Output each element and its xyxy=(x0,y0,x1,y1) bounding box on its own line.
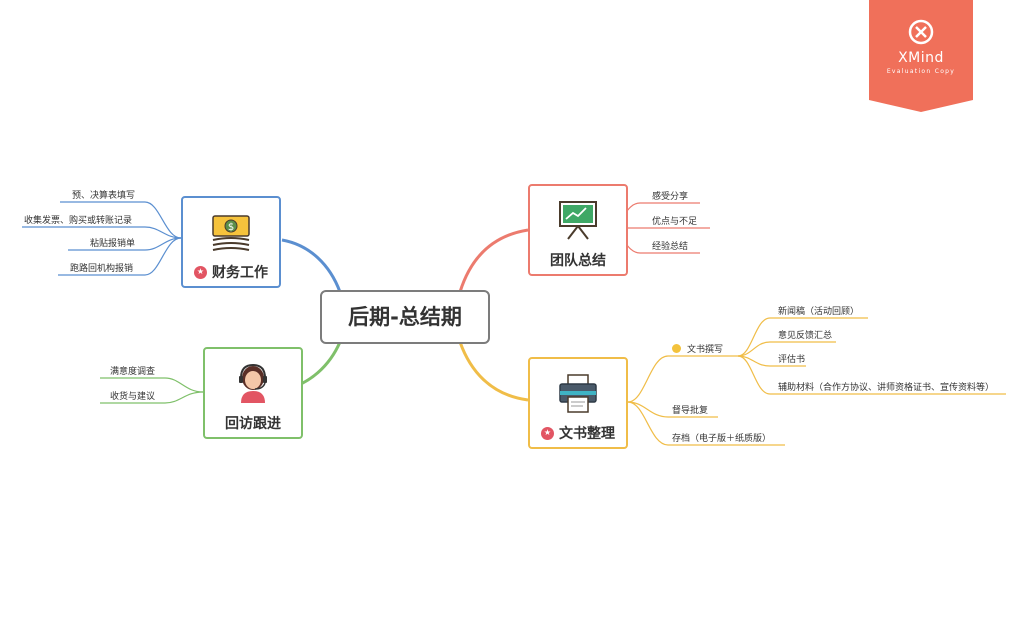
visit-leaf-connectors xyxy=(100,377,204,404)
finance-leaf-connectors xyxy=(22,201,182,276)
subtopic-docs-archive[interactable]: 存档（电子版＋纸质版） xyxy=(672,434,772,444)
leaf-finance-2[interactable]: 收集发票、购买或转账记录 xyxy=(24,216,133,226)
topic-docs[interactable]: ★ 文书整理 xyxy=(528,357,628,449)
presentation-board-icon xyxy=(559,201,597,240)
subtopic-docs-writing[interactable]: 文书撰写 xyxy=(672,342,723,355)
leaf-visit-2[interactable]: 收货与建议 xyxy=(110,392,156,402)
x-circle-logo-icon xyxy=(908,19,934,45)
connector-root-docs xyxy=(458,341,529,402)
docs-subtopic-connectors xyxy=(627,317,1006,446)
topic-team-label: 团队总结 xyxy=(550,253,606,269)
money-stack-icon: $ xyxy=(212,215,250,251)
topic-visit[interactable]: 回访跟进 xyxy=(203,347,303,439)
leaf-docs-writing-1[interactable]: 新闻稿（活动回顾） xyxy=(778,307,860,317)
person-with-headset-icon xyxy=(239,363,267,403)
leaf-docs-writing-3[interactable]: 评估书 xyxy=(778,355,806,365)
topic-finance[interactable]: $ ★ 财务工作 xyxy=(181,196,281,288)
printer-icon xyxy=(559,374,597,413)
smiley-marker-icon xyxy=(672,344,681,353)
leaf-docs-writing-2[interactable]: 意见反馈汇总 xyxy=(778,331,833,341)
subtopic-docs-review[interactable]: 督导批复 xyxy=(672,406,709,416)
connector-root-finance xyxy=(281,238,342,293)
star-marker-icon: ★ xyxy=(194,265,207,279)
connector-root-team xyxy=(458,228,529,293)
topic-docs-label: 文书整理 xyxy=(559,426,615,442)
topic-finance-label: 财务工作 xyxy=(212,265,268,281)
star-marker-icon: ★ xyxy=(541,426,554,440)
leaf-team-3[interactable]: 经验总结 xyxy=(652,242,689,252)
topic-team[interactable]: 团队总结 xyxy=(528,184,628,276)
subtopic-docs-writing-label: 文书撰写 xyxy=(687,345,724,355)
leaf-docs-writing-4[interactable]: 辅助材料（合作方协议、讲师资格证书、宣传资料等） xyxy=(778,383,995,393)
xmind-evaluation-badge: XMind Evaluation Copy xyxy=(869,0,973,112)
topic-visit-label: 回访跟进 xyxy=(225,416,281,432)
badge-brand: XMind xyxy=(898,50,944,66)
leaf-finance-3[interactable]: 粘贴报销单 xyxy=(90,239,136,249)
leaf-team-2[interactable]: 优点与不足 xyxy=(652,217,698,227)
root-topic[interactable]: 后期-总结期 xyxy=(320,290,490,344)
svg-text:$: $ xyxy=(228,222,234,233)
badge-ribbon-shape xyxy=(869,0,973,112)
leaf-visit-1[interactable]: 满意度调查 xyxy=(110,367,156,377)
leaf-finance-1[interactable]: 预、决算表填写 xyxy=(72,191,136,201)
badge-subtitle: Evaluation Copy xyxy=(886,68,956,75)
leaf-team-1[interactable]: 感受分享 xyxy=(652,192,689,202)
leaf-finance-4[interactable]: 跑路回机构报销 xyxy=(70,264,134,274)
